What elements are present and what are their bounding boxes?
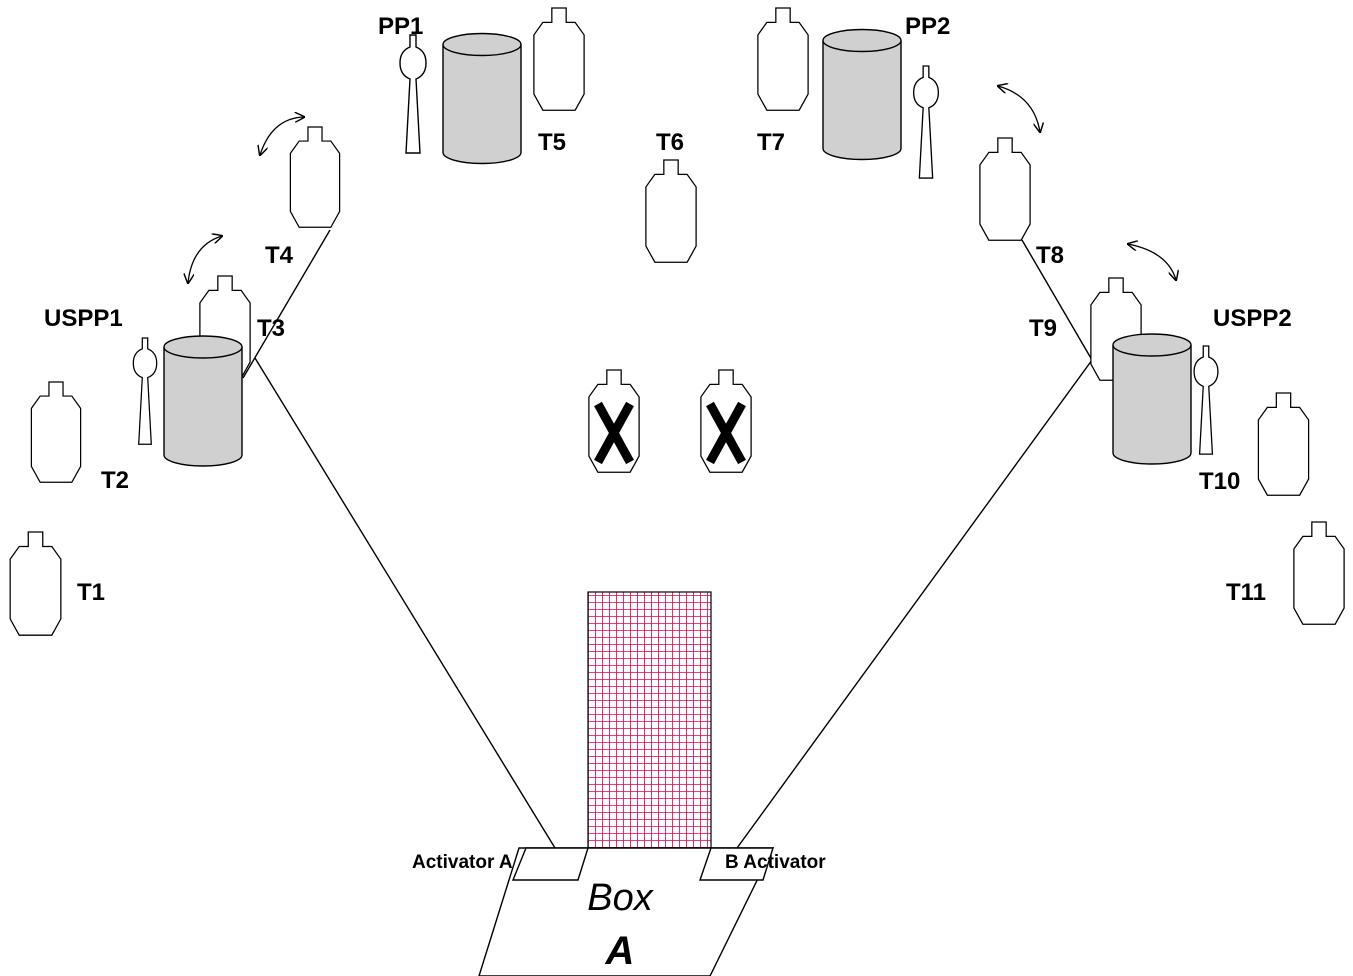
target-t7 — [757, 7, 809, 111]
popper-pp1 — [399, 34, 427, 154]
label-t8: T8 — [1036, 242, 1064, 269]
wall — [587, 591, 712, 849]
target-t6 — [645, 159, 697, 263]
box-title: Box — [587, 877, 654, 919]
swing-arrow-icon — [1128, 244, 1176, 280]
label-activator-a: Activator A — [412, 852, 513, 873]
target-t5 — [533, 7, 585, 111]
barrel-uspp2 — [1112, 333, 1192, 465]
label-t4: T4 — [265, 242, 294, 269]
label-t6: T6 — [656, 129, 684, 156]
barrel-pp2 — [822, 28, 902, 161]
activator-b-pad[interactable] — [699, 847, 774, 881]
label-t3: T3 — [257, 315, 285, 342]
label-t9: T9 — [1029, 315, 1057, 342]
target-t1 — [9, 531, 62, 636]
swing-arrow-icon — [998, 86, 1040, 132]
barrel-pp1 — [442, 32, 522, 165]
target-t11 — [1293, 521, 1345, 625]
barrel-uspp1 — [163, 335, 243, 467]
t8-wire — [1021, 239, 1093, 361]
label-uspp2: USPP2 — [1213, 305, 1292, 332]
activator-a-pad[interactable] — [511, 847, 589, 881]
target-t4 — [289, 126, 341, 228]
label-t5: T5 — [538, 129, 566, 156]
label-uspp1: USPP1 — [44, 305, 123, 332]
swing-arrow-icon — [188, 236, 222, 283]
swing-arrow-icon — [260, 117, 304, 155]
t4-wire — [242, 229, 331, 379]
label-t11: T11 — [1226, 579, 1266, 606]
fault-line-left — [254, 357, 556, 849]
target-t2 — [30, 381, 82, 483]
popper-uspp1 — [132, 337, 158, 445]
label-pp1: PP1 — [378, 13, 423, 40]
label-activator-b: B Activator — [725, 852, 826, 873]
label-t7: T7 — [757, 129, 785, 156]
no-shoot-target-right — [700, 369, 752, 473]
label-t2: T2 — [101, 467, 129, 494]
label-t10: T10 — [1199, 468, 1240, 495]
target-t8 — [979, 137, 1031, 241]
popper-pp2 — [912, 65, 940, 179]
box-letter: A — [605, 929, 635, 973]
no-shoot-target-left — [588, 369, 640, 473]
popper-uspp2 — [1193, 345, 1219, 455]
label-t1: T1 — [77, 579, 105, 606]
label-pp2: PP2 — [905, 13, 950, 40]
target-t10 — [1257, 392, 1310, 496]
fault-line-right — [736, 359, 1093, 849]
